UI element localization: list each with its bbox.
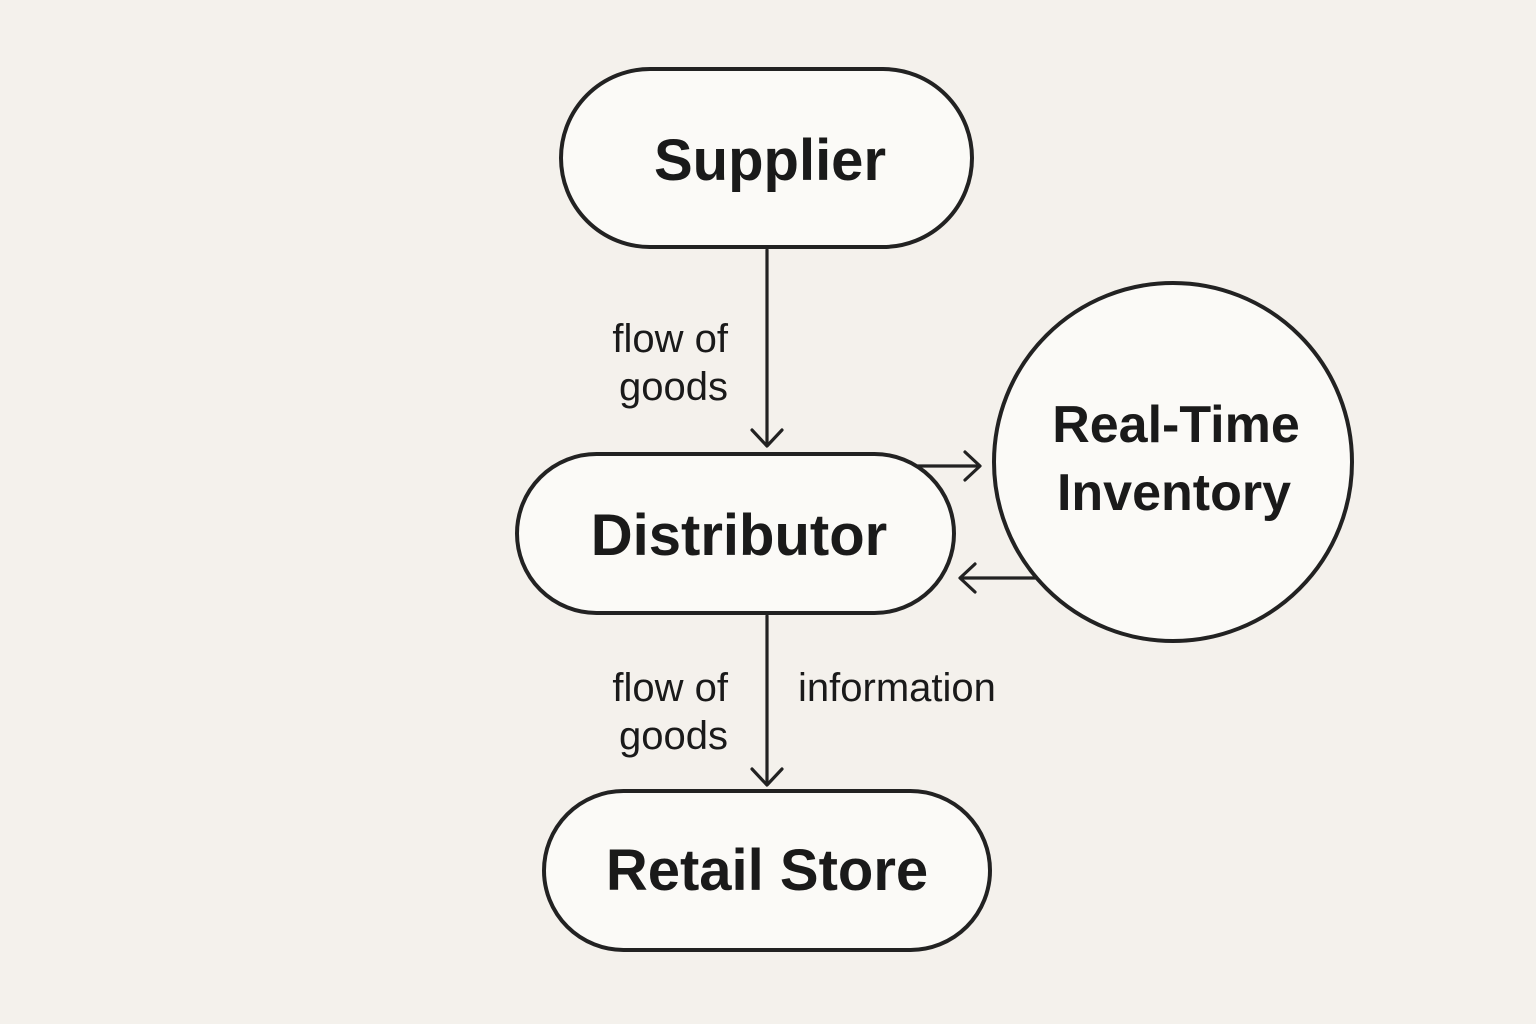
node-distributor: Distributor: [515, 452, 956, 615]
edge-distributor-to-inventory: [916, 450, 982, 482]
node-distributor-shape: [515, 452, 956, 615]
node-supplier: Supplier: [559, 67, 974, 249]
edge-inventory-to-distributor: [958, 562, 1050, 594]
node-supplier-shape: [559, 67, 974, 249]
node-retail-store-label: Retail Store: [606, 838, 928, 903]
edge-label-supplier-distributor-line2: goods: [619, 365, 728, 409]
node-distributor-label: Distributor: [591, 503, 887, 568]
edge-supplier-to-distributor: [750, 248, 784, 448]
node-retail-store-shape: [542, 789, 992, 952]
edge-distributor-inventory-arrowhead: [963, 450, 982, 482]
node-retail-store: Retail Store: [542, 789, 992, 952]
node-inventory-shape: [992, 281, 1354, 643]
edge-inventory-distributor-arrowhead: [958, 562, 977, 594]
edge-distributor-retail-arrowhead: [750, 767, 784, 787]
edge-label-distributor-retail-line1: flow of: [612, 666, 728, 710]
node-inventory-label-line2: Inventory: [1057, 464, 1291, 522]
edge-label-distributor-retail-line2: goods: [619, 714, 728, 758]
edge-distributor-to-retail-store: [750, 614, 784, 787]
node-real-time-inventory: Real-Time Inventory: [992, 281, 1354, 643]
node-inventory-label-line1: Real-Time: [1052, 396, 1300, 454]
edge-label-information: information: [798, 666, 996, 710]
node-supplier-label: Supplier: [654, 128, 886, 193]
edge-supplier-distributor-arrowhead: [750, 428, 784, 448]
edge-label-supplier-distributor-line1: flow of: [612, 317, 728, 361]
